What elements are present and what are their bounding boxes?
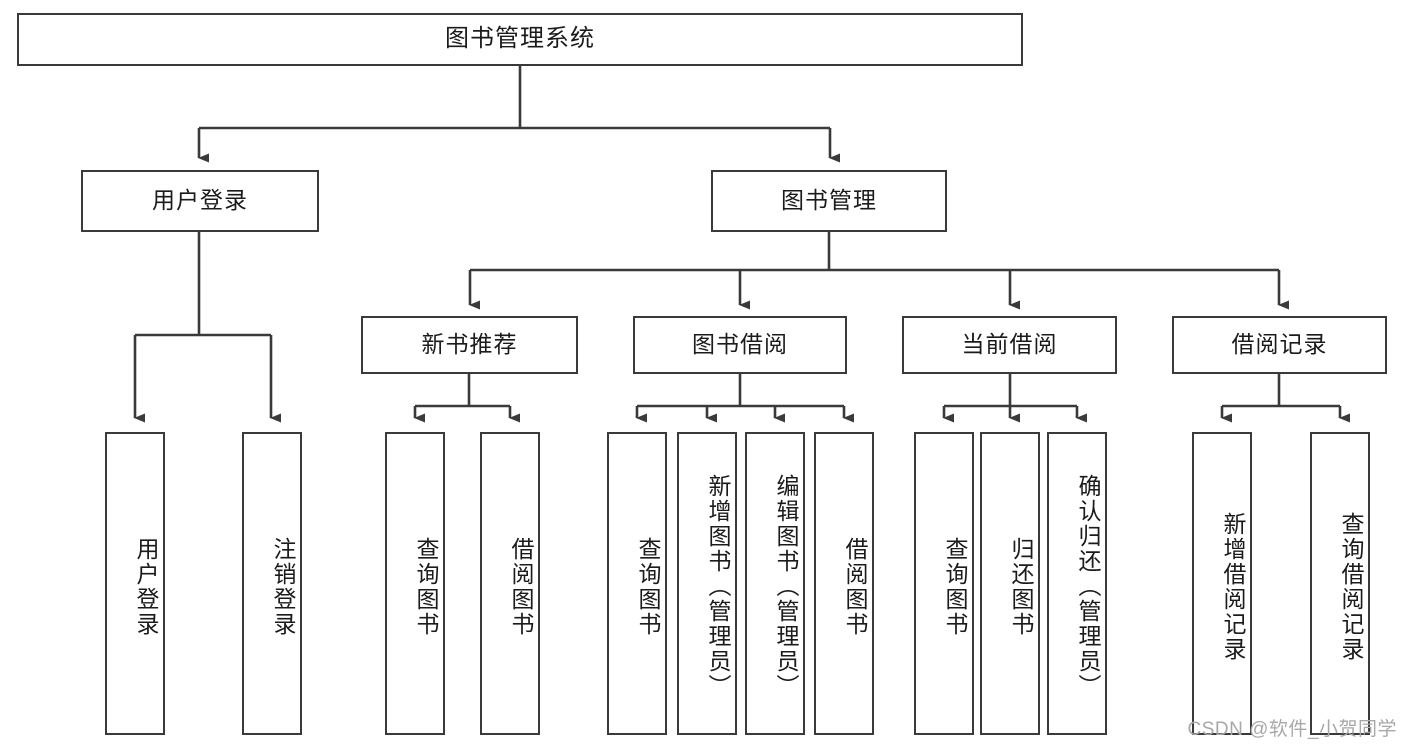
csdn-watermark: CSDN @软件_小贺同学 <box>1187 719 1397 740</box>
leaf-user-login-logout[interactable]: 注销登录 <box>242 432 302 735</box>
leaf-label: 查询借阅记录 <box>1338 511 1364 662</box>
leaf-current-confirm-return-admin[interactable]: 确认归还（管理员） <box>1047 432 1107 735</box>
node-new-book-recommend[interactable]: 新书推荐 <box>361 316 578 374</box>
leaf-borrow-add-book-admin[interactable]: 新增图书（管理员） <box>677 432 737 735</box>
leaf-label: 查询图书 <box>942 536 968 637</box>
leaf-label: 注销登录 <box>270 536 296 637</box>
leaf-recommend-query-book[interactable]: 查询图书 <box>385 432 445 735</box>
node-root-system[interactable]: 图书管理系统 <box>17 13 1023 66</box>
node-book-borrow[interactable]: 图书借阅 <box>633 316 847 374</box>
leaf-label: 借阅图书 <box>842 536 868 637</box>
leaf-label: 借阅图书 <box>508 536 534 637</box>
leaf-user-login-login[interactable]: 用户登录 <box>105 432 165 735</box>
leaf-current-query-book[interactable]: 查询图书 <box>914 432 974 735</box>
leaf-borrow-edit-book-admin[interactable]: 编辑图书（管理员） <box>745 432 805 735</box>
leaf-current-return-book[interactable]: 归还图书 <box>980 432 1040 735</box>
leaf-label: 归还图书 <box>1008 536 1034 637</box>
node-current-borrow[interactable]: 当前借阅 <box>902 316 1117 374</box>
leaf-recommend-borrow-book[interactable]: 借阅图书 <box>480 432 540 735</box>
leaf-label: 新增图书（管理员） <box>705 474 731 699</box>
leaf-label: 查询图书 <box>635 536 661 637</box>
node-user-login[interactable]: 用户登录 <box>81 170 319 232</box>
leaf-borrow-query-book[interactable]: 查询图书 <box>607 432 667 735</box>
leaf-record-add-record[interactable]: 新增借阅记录 <box>1192 432 1252 735</box>
leaf-record-query-record[interactable]: 查询借阅记录 <box>1310 432 1370 735</box>
node-book-management[interactable]: 图书管理 <box>711 170 947 232</box>
leaf-label: 用户登录 <box>133 536 159 637</box>
node-borrow-record[interactable]: 借阅记录 <box>1172 316 1387 374</box>
leaf-label: 查询图书 <box>413 536 439 637</box>
leaf-label: 新增借阅记录 <box>1220 511 1246 662</box>
leaf-label: 编辑图书（管理员） <box>773 474 799 699</box>
leaf-label: 确认归还（管理员） <box>1075 474 1101 699</box>
leaf-borrow-borrow-book[interactable]: 借阅图书 <box>814 432 874 735</box>
